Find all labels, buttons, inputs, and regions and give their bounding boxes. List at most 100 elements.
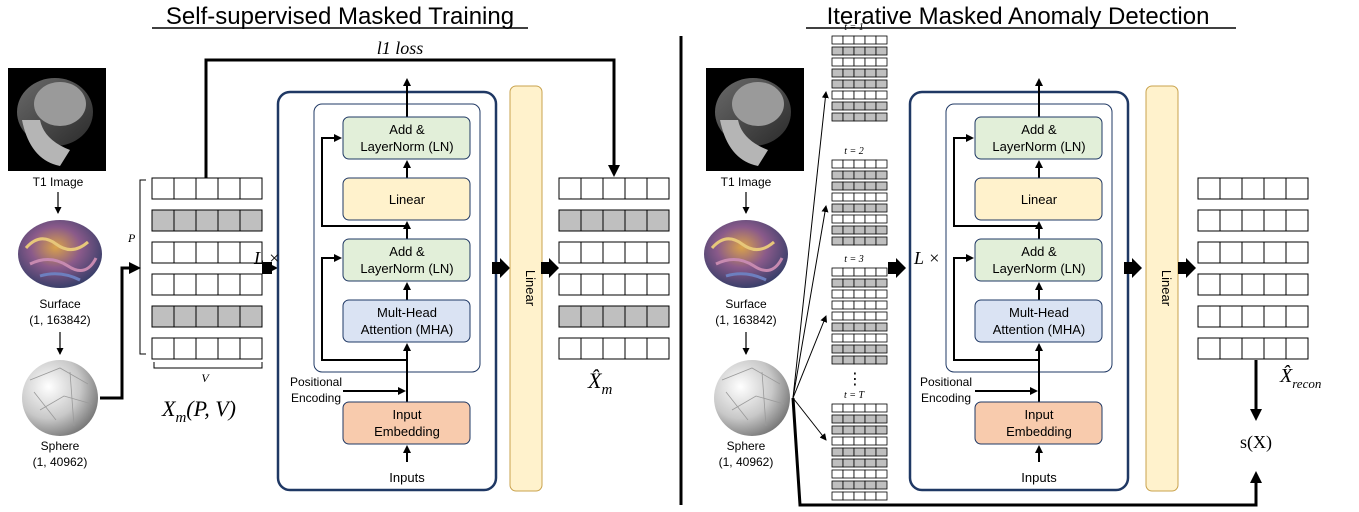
iteration-masked-cell bbox=[842, 414, 855, 424]
iteration-cell bbox=[853, 159, 866, 169]
iteration-cell bbox=[875, 267, 888, 277]
loss-arrow bbox=[204, 58, 620, 178]
iteration-masked-cell bbox=[875, 203, 888, 213]
iteration-masked-cell bbox=[853, 278, 866, 288]
iteration-cell bbox=[831, 192, 844, 202]
patch-cell bbox=[195, 241, 219, 264]
score-feedback-arrow bbox=[791, 397, 1262, 507]
iteration-masked-cell bbox=[831, 68, 844, 78]
iteration-cell bbox=[853, 267, 866, 277]
iteration-masked-cell bbox=[842, 447, 855, 457]
iteration-masked-cell bbox=[864, 458, 877, 468]
iteration-masked-cell bbox=[864, 170, 877, 180]
left-transformer-block: L × Add & LayerNorm (LN) Linear Add & La… bbox=[253, 78, 498, 492]
patch-cell bbox=[1263, 273, 1287, 296]
iteration-masked-cell bbox=[831, 425, 844, 435]
patch-cell bbox=[580, 337, 604, 360]
masked-patch-cell bbox=[580, 305, 604, 328]
iteration-cell bbox=[875, 159, 888, 169]
patch-cell bbox=[217, 241, 241, 264]
iteration-cell bbox=[842, 57, 855, 67]
svg-text:LayerNorm (LN): LayerNorm (LN) bbox=[992, 139, 1085, 154]
sphere-label-right: Sphere bbox=[727, 439, 766, 453]
iteration-cell bbox=[831, 403, 844, 413]
iteration-cell bbox=[853, 469, 866, 479]
iteration-cell bbox=[864, 57, 877, 67]
patch-cell bbox=[1219, 177, 1243, 200]
iteration-masked-cell bbox=[842, 46, 855, 56]
xrecon-label: X̂recon bbox=[1279, 364, 1321, 391]
masked-patch-cell bbox=[239, 209, 263, 232]
patch-cell bbox=[151, 177, 175, 200]
iteration-fan-arrows bbox=[792, 91, 829, 441]
iteration-masked-cell bbox=[864, 112, 877, 122]
svg-text:Input: Input bbox=[393, 407, 422, 422]
surface-label: Surface bbox=[39, 297, 81, 311]
iteration-cell bbox=[864, 311, 877, 321]
iteration-cell bbox=[853, 436, 866, 446]
patch-cell bbox=[1197, 209, 1221, 232]
patch-cell bbox=[1197, 337, 1221, 360]
patch-cell bbox=[646, 241, 670, 264]
patch-cell bbox=[217, 273, 241, 296]
iteration-cell bbox=[842, 35, 855, 45]
iteration-masked-cell bbox=[831, 458, 844, 468]
surface-dims-right: (1, 163842) bbox=[715, 313, 776, 327]
iteration-cell bbox=[831, 333, 844, 343]
iteration-masked-cell bbox=[875, 79, 888, 89]
patch-cell bbox=[646, 273, 670, 296]
sphere-dims: (1, 40962) bbox=[33, 455, 88, 469]
svg-text:Attention (MHA): Attention (MHA) bbox=[993, 322, 1085, 337]
iteration-masked-cell bbox=[831, 322, 844, 332]
iteration-masked-cell bbox=[853, 322, 866, 332]
svg-text:Mult-Head: Mult-Head bbox=[377, 305, 437, 320]
iteration-masked-cell bbox=[842, 344, 855, 354]
iteration-cell bbox=[842, 311, 855, 321]
svg-text:Input: Input bbox=[1025, 407, 1054, 422]
patch-cell bbox=[1241, 209, 1265, 232]
iteration-masked-cell bbox=[875, 68, 888, 78]
masked-patch-cell bbox=[646, 305, 670, 328]
iteration-cell bbox=[853, 57, 866, 67]
iteration-cell bbox=[831, 267, 844, 277]
iteration-cell bbox=[864, 35, 877, 45]
t1-image bbox=[8, 68, 106, 171]
patch-cell bbox=[195, 337, 219, 360]
patch-cell bbox=[195, 273, 219, 296]
right-output-path: Linear bbox=[1124, 85, 1196, 492]
iteration-masked-cell bbox=[864, 322, 877, 332]
p-bracket bbox=[139, 179, 146, 355]
iteration-cell bbox=[831, 300, 844, 310]
patch-cell bbox=[1197, 241, 1221, 264]
iteration-cell bbox=[842, 90, 855, 100]
iteration-cell bbox=[831, 35, 844, 45]
patch-cell bbox=[151, 273, 175, 296]
t3-step-label: t = 3 bbox=[844, 254, 864, 265]
iteration-masked-cell bbox=[831, 46, 844, 56]
residual-top bbox=[321, 134, 407, 227]
masked-patch-cell bbox=[195, 209, 219, 232]
positional-label: Positional bbox=[290, 375, 342, 389]
iteration-cell bbox=[875, 90, 888, 100]
iteration-cell bbox=[853, 289, 866, 299]
iteration-masked-cell bbox=[875, 414, 888, 424]
patch-cell bbox=[1285, 209, 1309, 232]
iteration-cell bbox=[842, 192, 855, 202]
iteration-cell bbox=[831, 214, 844, 224]
iteration-masked-cell bbox=[864, 236, 877, 246]
masked-patch-cell bbox=[217, 209, 241, 232]
patch-cell bbox=[1263, 177, 1287, 200]
layers-label: L × bbox=[253, 248, 280, 268]
loss-label: l1 loss bbox=[377, 38, 424, 58]
iteration-masked-cell bbox=[842, 355, 855, 365]
brain-surface-image-right bbox=[704, 220, 788, 288]
iteration-cell bbox=[875, 35, 888, 45]
iteration-cell bbox=[875, 57, 888, 67]
svg-text:Add &: Add & bbox=[1021, 122, 1057, 137]
patch-cell bbox=[580, 241, 604, 264]
iteration-masked-cell bbox=[831, 170, 844, 180]
right-title: Iterative Masked Anomaly Detection bbox=[827, 3, 1210, 30]
patch-cell bbox=[624, 241, 648, 264]
reconstructed-patch-grid bbox=[558, 177, 670, 360]
patch-cell bbox=[1241, 241, 1265, 264]
